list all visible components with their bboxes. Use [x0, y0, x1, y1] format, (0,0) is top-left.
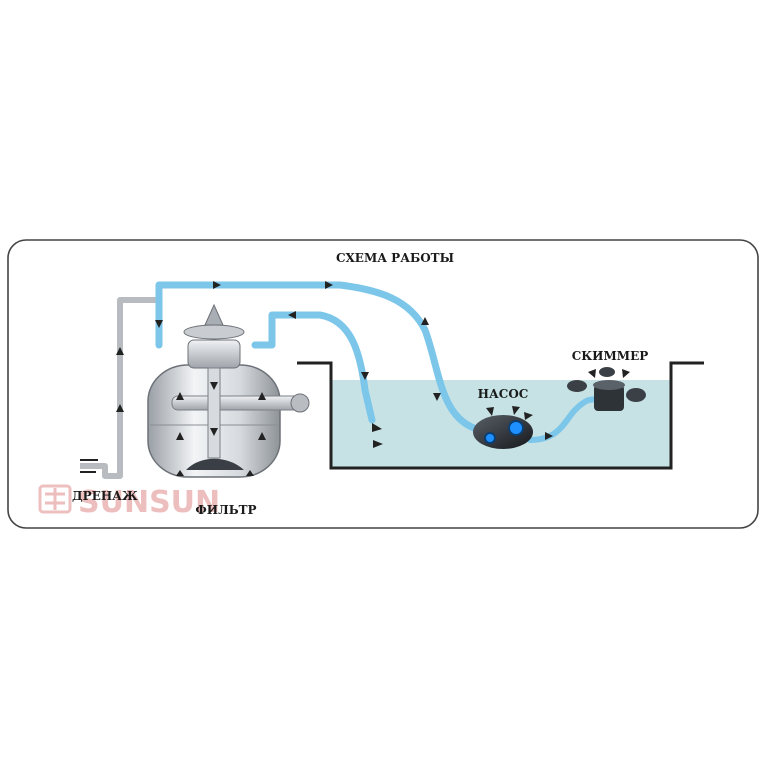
arrow-icon: [258, 432, 266, 440]
skimmer-top: [593, 380, 625, 390]
arrow-icon: [372, 423, 382, 432]
inlet-pipe: [251, 311, 376, 424]
arrow-icon: [421, 317, 429, 325]
arrow-icon: [116, 347, 124, 355]
filter-centre-tube: [207, 367, 221, 459]
skimmer-float: [626, 388, 646, 402]
flow-arrows: [116, 281, 553, 448]
filter-lateral: [186, 458, 244, 470]
arrow-icon: [288, 311, 296, 319]
arrow-icon: [176, 432, 184, 440]
filter-valve-top: [183, 324, 245, 340]
drain-pipe: [80, 297, 159, 479]
pump-accent: [484, 432, 496, 444]
logo-mark: [45, 488, 65, 510]
arrow-icon: [524, 412, 533, 420]
arrow-icon: [246, 470, 254, 476]
arrow-icon: [486, 407, 494, 416]
diagram-title: СХЕМА РАБОТЫ: [336, 251, 454, 265]
label-drain: ДРЕНАЖ: [72, 489, 138, 503]
watermark-text: SUNSUN: [78, 485, 220, 520]
pond-outline: [297, 361, 704, 470]
label-pump: НАСОС: [478, 387, 529, 401]
arrow-icon: [325, 281, 333, 289]
filter-side-pipe: [171, 395, 303, 411]
arrow-icon: [213, 281, 221, 289]
pump-body: [473, 415, 533, 449]
arrow-icon: [258, 392, 266, 400]
arrow-icon: [512, 406, 520, 415]
arrow-icon: [210, 382, 218, 390]
arrow-icon: [588, 369, 596, 378]
sunsun-logo: SUNSUN: [38, 484, 220, 520]
filter-valve-base: [187, 339, 241, 369]
arrow-icon: [176, 392, 184, 400]
drain-outlet: [80, 459, 98, 473]
skimmer-float: [599, 367, 615, 377]
label-skimmer: СКИММЕР: [572, 349, 649, 363]
return-pipe: [155, 281, 484, 434]
arrow-icon: [361, 372, 369, 380]
arrow-icon: [545, 432, 553, 440]
arrow-icon: [622, 369, 630, 378]
arrow-icon: [210, 428, 218, 436]
filter-valve-handle: [204, 303, 224, 326]
pump-accent: [508, 420, 524, 436]
arrow-icon: [116, 404, 124, 412]
arrow-icon: [155, 320, 163, 328]
filter-pipe-cap: [290, 393, 310, 413]
logo-mark: [38, 484, 72, 514]
arrow-icon: [433, 393, 441, 401]
pump: [473, 406, 533, 449]
skimmer-body: [594, 385, 624, 411]
skimmer: [567, 367, 646, 411]
label-filter: ФИЛЬТР: [195, 503, 256, 517]
arrow-icon: [176, 470, 184, 476]
arrow-icon: [373, 440, 383, 448]
skimmer-float: [567, 380, 587, 392]
sand-filter: [147, 303, 310, 478]
